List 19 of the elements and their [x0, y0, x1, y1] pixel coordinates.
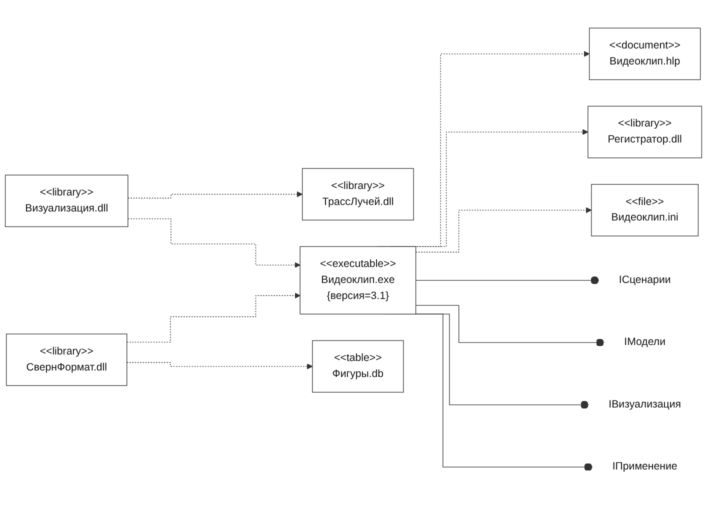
node-text: IМодели — [624, 336, 666, 348]
arrow — [126, 362, 313, 370]
node-box: <<table>> Фигуры.db — [312, 340, 404, 393]
node-box: <<document>> Видеоклип.hlp — [589, 28, 701, 80]
node-box: <<library>> ТрассЛучей.dll — [302, 168, 414, 220]
connector — [415, 276, 600, 284]
node-box: <<library>> Регистратор.dll — [588, 106, 702, 158]
node-text: IВизуализация — [608, 398, 681, 410]
node-box: <<library>> Визуализация.dll — [4, 174, 128, 228]
node-box: <<file>> Видеоклип.ini — [591, 184, 699, 236]
node-text: IПрименение — [612, 461, 678, 472]
arrow — [128, 191, 303, 198]
node-text: IСценарии — [618, 274, 671, 286]
connector — [415, 305, 605, 347]
arrow — [415, 207, 592, 252]
node-box: <<library>> СвернФормат.dll — [6, 334, 128, 386]
node-box: <<executable>> Видеоклип.exe {версия=3.1} — [300, 246, 416, 314]
arrow — [126, 292, 300, 343]
arrow — [128, 218, 300, 268]
